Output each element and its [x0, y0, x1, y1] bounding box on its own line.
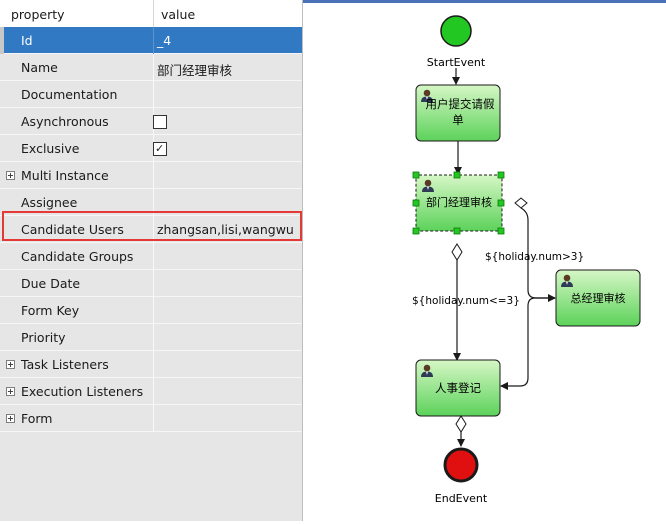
- property-name: Name: [21, 60, 58, 75]
- property-value[interactable]: 部门经理审核: [157, 63, 233, 78]
- property-row[interactable]: Multi Instance: [0, 162, 302, 189]
- diamond-marker: [455, 415, 467, 433]
- property-name: Asynchronous: [21, 114, 109, 129]
- property-name: Form Key: [21, 303, 80, 318]
- column-separator: [153, 297, 154, 324]
- property-value[interactable]: _4: [157, 33, 172, 48]
- column-separator: [153, 243, 154, 270]
- property-value[interactable]: zhangsan,lisi,wangwu: [157, 222, 294, 237]
- task-submit-label-2: 单: [452, 113, 464, 127]
- diamond-marker: [514, 197, 528, 209]
- property-row[interactable]: Name 部门经理审核: [0, 54, 302, 81]
- property-row[interactable]: Execution Listeners: [0, 378, 302, 405]
- expand-plus-icon[interactable]: [6, 360, 15, 369]
- property-row[interactable]: Exclusive ✓: [0, 135, 302, 162]
- property-name: Form: [21, 411, 53, 426]
- column-separator: [153, 162, 154, 189]
- property-checkbox[interactable]: ✓: [153, 142, 167, 156]
- column-separator: [153, 405, 154, 432]
- property-name: Exclusive: [21, 141, 80, 156]
- row-indicator: [0, 27, 4, 54]
- value-column-header[interactable]: value: [161, 7, 196, 22]
- property-row[interactable]: Form: [0, 405, 302, 432]
- column-separator: [153, 378, 154, 405]
- property-row[interactable]: Task Listeners: [0, 351, 302, 378]
- start-event[interactable]: [440, 15, 472, 47]
- property-name: Priority: [21, 330, 66, 345]
- column-separator: [153, 216, 154, 243]
- task-dept-manager-label: 部门经理审核: [426, 195, 492, 209]
- property-row[interactable]: Asynchronous: [0, 108, 302, 135]
- column-separator: [153, 351, 154, 378]
- property-row[interactable]: Priority: [0, 324, 302, 351]
- property-row[interactable]: Due Date: [0, 270, 302, 297]
- property-checkbox[interactable]: [153, 115, 167, 129]
- property-name: Multi Instance: [21, 168, 109, 183]
- property-row[interactable]: Candidate Groups: [0, 243, 302, 270]
- expand-plus-icon[interactable]: [6, 171, 15, 180]
- property-row[interactable]: Candidate Users zhangsan,lisi,wangwu: [0, 216, 302, 243]
- end-event[interactable]: [443, 447, 479, 483]
- column-separator[interactable]: [153, 0, 154, 27]
- property-column-header[interactable]: property: [11, 7, 65, 22]
- expand-plus-icon[interactable]: [6, 414, 15, 423]
- condition-to-general: ${holiday.num>3}: [485, 251, 584, 263]
- start-event-label: StartEvent: [427, 56, 486, 69]
- property-row[interactable]: Assignee: [0, 189, 302, 216]
- property-grid-header: property value: [0, 0, 302, 28]
- diagram-canvas[interactable]: StartEvent 用户提交请假 单 部门经理审核 ${holiday.num…: [303, 0, 666, 521]
- property-name: Execution Listeners: [21, 384, 144, 399]
- diamond-marker: [451, 243, 463, 261]
- task-general-manager[interactable]: [555, 269, 641, 327]
- process-diagram: StartEvent 用户提交请假 单 部门经理审核 ${holiday.num…: [412, 15, 641, 505]
- column-separator: [153, 270, 154, 297]
- property-name: Documentation: [21, 87, 118, 102]
- flow-general-to-hr[interactable]: [500, 297, 555, 390]
- column-separator: [153, 324, 154, 351]
- property-name: Candidate Users: [21, 222, 124, 237]
- condition-to-hr: ${holiday.num<=3}: [412, 295, 520, 307]
- task-hr-registration[interactable]: [415, 359, 501, 417]
- column-separator: [153, 27, 154, 54]
- end-event-label: EndEvent: [435, 492, 488, 505]
- property-row[interactable]: Documentation: [0, 81, 302, 108]
- task-hr-label: 人事登记: [435, 381, 481, 395]
- property-name: Assignee: [21, 195, 78, 210]
- property-row[interactable]: Form Key: [0, 297, 302, 324]
- task-general-manager-label: 总经理审核: [571, 291, 626, 305]
- property-name: Candidate Groups: [21, 249, 134, 264]
- canvas-top-border: [303, 0, 666, 3]
- column-separator: [153, 54, 154, 81]
- column-separator: [153, 189, 154, 216]
- task-submit-label-1: 用户提交请假: [426, 97, 495, 111]
- checkmark-icon: ✓: [155, 142, 165, 155]
- column-separator: [153, 81, 154, 108]
- property-name: Id: [21, 33, 33, 48]
- property-row[interactable]: Id _4: [0, 27, 302, 54]
- property-name: Due Date: [21, 276, 81, 291]
- selection-handles[interactable]: [412, 171, 505, 235]
- property-name: Task Listeners: [21, 357, 109, 372]
- expand-plus-icon[interactable]: [6, 387, 15, 396]
